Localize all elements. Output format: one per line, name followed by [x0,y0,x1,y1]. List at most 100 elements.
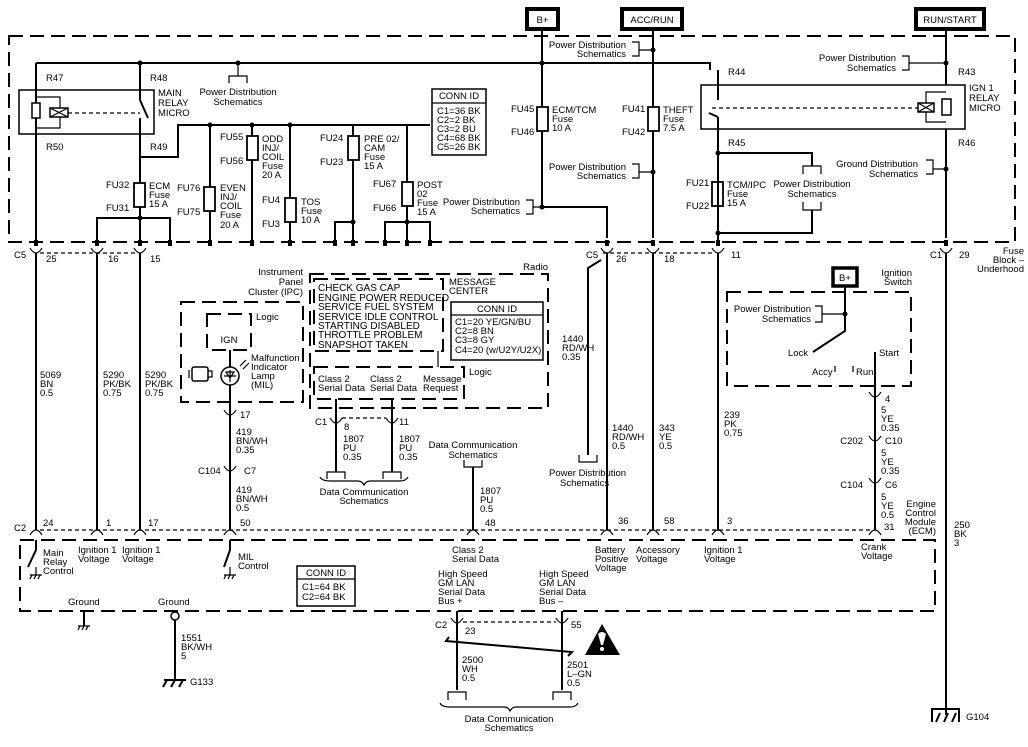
svg-text:0.5: 0.5 [480,504,493,515]
svg-text:15 A: 15 A [727,198,747,209]
svg-text:Logic: Logic [256,312,279,323]
svg-text:Bus +: Bus + [438,596,463,607]
svg-text:FU76: FU76 [177,183,200,194]
svg-text:FU66: FU66 [373,203,396,214]
svg-text:1440: 1440 [562,334,583,345]
svg-text:CENTER: CENTER [449,286,488,297]
svg-text:10 A: 10 A [301,215,321,226]
svg-text:FU24: FU24 [320,133,343,144]
connector-lan-55: 55 [571,620,582,631]
svg-text:YE: YE [659,432,672,443]
svg-text:20 A: 20 A [220,220,240,231]
connector-c5-left: C5 25 16 15 [14,250,161,265]
svg-text:ODD: ODD [262,134,283,145]
svg-text:FU32: FU32 [106,180,129,191]
svg-text:Voltage: Voltage [704,554,736,565]
svg-text:Fuse: Fuse [364,152,385,163]
svg-text:Accy: Accy [812,367,833,378]
svg-text:16: 16 [108,254,119,265]
svg-text:MESSAGE: MESSAGE [449,277,496,288]
svg-text:CONN ID: CONN ID [477,304,517,315]
svg-text:FU22: FU22 [686,201,709,212]
svg-text:FU4: FU4 [262,195,280,206]
power-dist-label: Schematics [471,206,520,217]
fuse-odd-inj-coil: FU55 FU56 ODD INJ/ COIL Fuse 20 A [220,132,284,181]
svg-text:419: 419 [236,485,252,496]
svg-text:Ignition 1: Ignition 1 [122,545,161,556]
svg-text:CONN ID: CONN ID [439,91,479,102]
svg-text:Schematics: Schematics [762,314,811,325]
svg-text:FU55: FU55 [220,132,243,143]
main-relay-label: MAIN [158,88,182,99]
svg-text:Control: Control [43,566,74,577]
svg-text:3: 3 [727,516,732,527]
main-relay-label: MICRO [158,108,190,119]
svg-text:2500: 2500 [462,655,483,666]
svg-text:Request: Request [423,383,459,394]
power-dist-label: Power Distribution [549,468,626,479]
fuse-block-label: Fuse [1003,246,1024,257]
svg-text:7.5 A: 7.5 A [663,123,685,134]
svg-text:Serial Data: Serial Data [318,383,366,394]
svg-text:Radio: Radio [523,262,548,273]
svg-text:FU3: FU3 [262,219,280,230]
svg-text:GM LAN: GM LAN [539,578,576,589]
svg-text:C4=68 BK: C4=68 BK [437,133,481,144]
acc-run-source: ACC/RUN [620,7,684,31]
svg-text:Main: Main [43,548,64,559]
svg-text:RD/WH: RD/WH [612,432,644,443]
svg-text:INJ/: INJ/ [262,143,279,154]
connector-c10: C10 [885,436,902,447]
svg-text:C1=20 YE/GN/BU: C1=20 YE/GN/BU [455,317,531,328]
svg-text:Voltage: Voltage [595,563,627,574]
svg-text:0.5: 0.5 [40,388,53,399]
connector-c202: C202 [840,436,863,447]
svg-text:YE: YE [881,414,894,425]
svg-text:SERVICE FUEL SYSTEM: SERVICE FUEL SYSTEM [318,302,434,313]
power-dist-label: Schematics [577,171,626,182]
connector-ecm-c2: C2 24 1 17 50 48 36 58 3 31 [14,516,895,534]
warning-icon [585,624,620,655]
svg-text:Switch: Switch [884,277,912,288]
data-comm-label: Data Communication [465,714,554,725]
connector-lan-23: 23 [465,626,476,637]
svg-text:58: 58 [664,516,675,527]
svg-text:Class 2: Class 2 [370,374,402,385]
svg-text:15 A: 15 A [364,161,384,172]
svg-text:B+: B+ [839,273,851,284]
fuse-block-label: Underhood [977,264,1024,275]
svg-text:11: 11 [731,250,741,261]
svg-text:0.5: 0.5 [462,673,475,684]
svg-text:Crank: Crank [861,542,887,553]
svg-text:Voltage: Voltage [861,551,893,562]
svg-text:0.5: 0.5 [659,441,672,452]
pin-r44: R44 [728,67,745,78]
power-dist-label: Schematics [787,189,836,200]
fuse-block-border [8,35,1016,243]
svg-text:C5: C5 [14,250,26,261]
pin-r49: R49 [150,142,167,153]
svg-text:Ground: Ground [158,597,190,608]
svg-text:YE: YE [881,457,894,468]
svg-text:Control: Control [238,561,269,572]
svg-text:Fuse: Fuse [552,114,573,125]
svg-text:02: 02 [417,189,428,200]
svg-text:Start: Start [879,348,899,359]
svg-text:5: 5 [881,448,886,459]
svg-text:3: 3 [954,538,959,549]
power-dist-label: Schematics [213,97,262,108]
svg-text:17: 17 [148,518,159,529]
svg-text:25: 25 [46,254,57,265]
data-comm-label: Data Communication [429,440,518,451]
svg-text:15 A: 15 A [149,199,169,210]
svg-text:Voltage: Voltage [636,554,668,565]
